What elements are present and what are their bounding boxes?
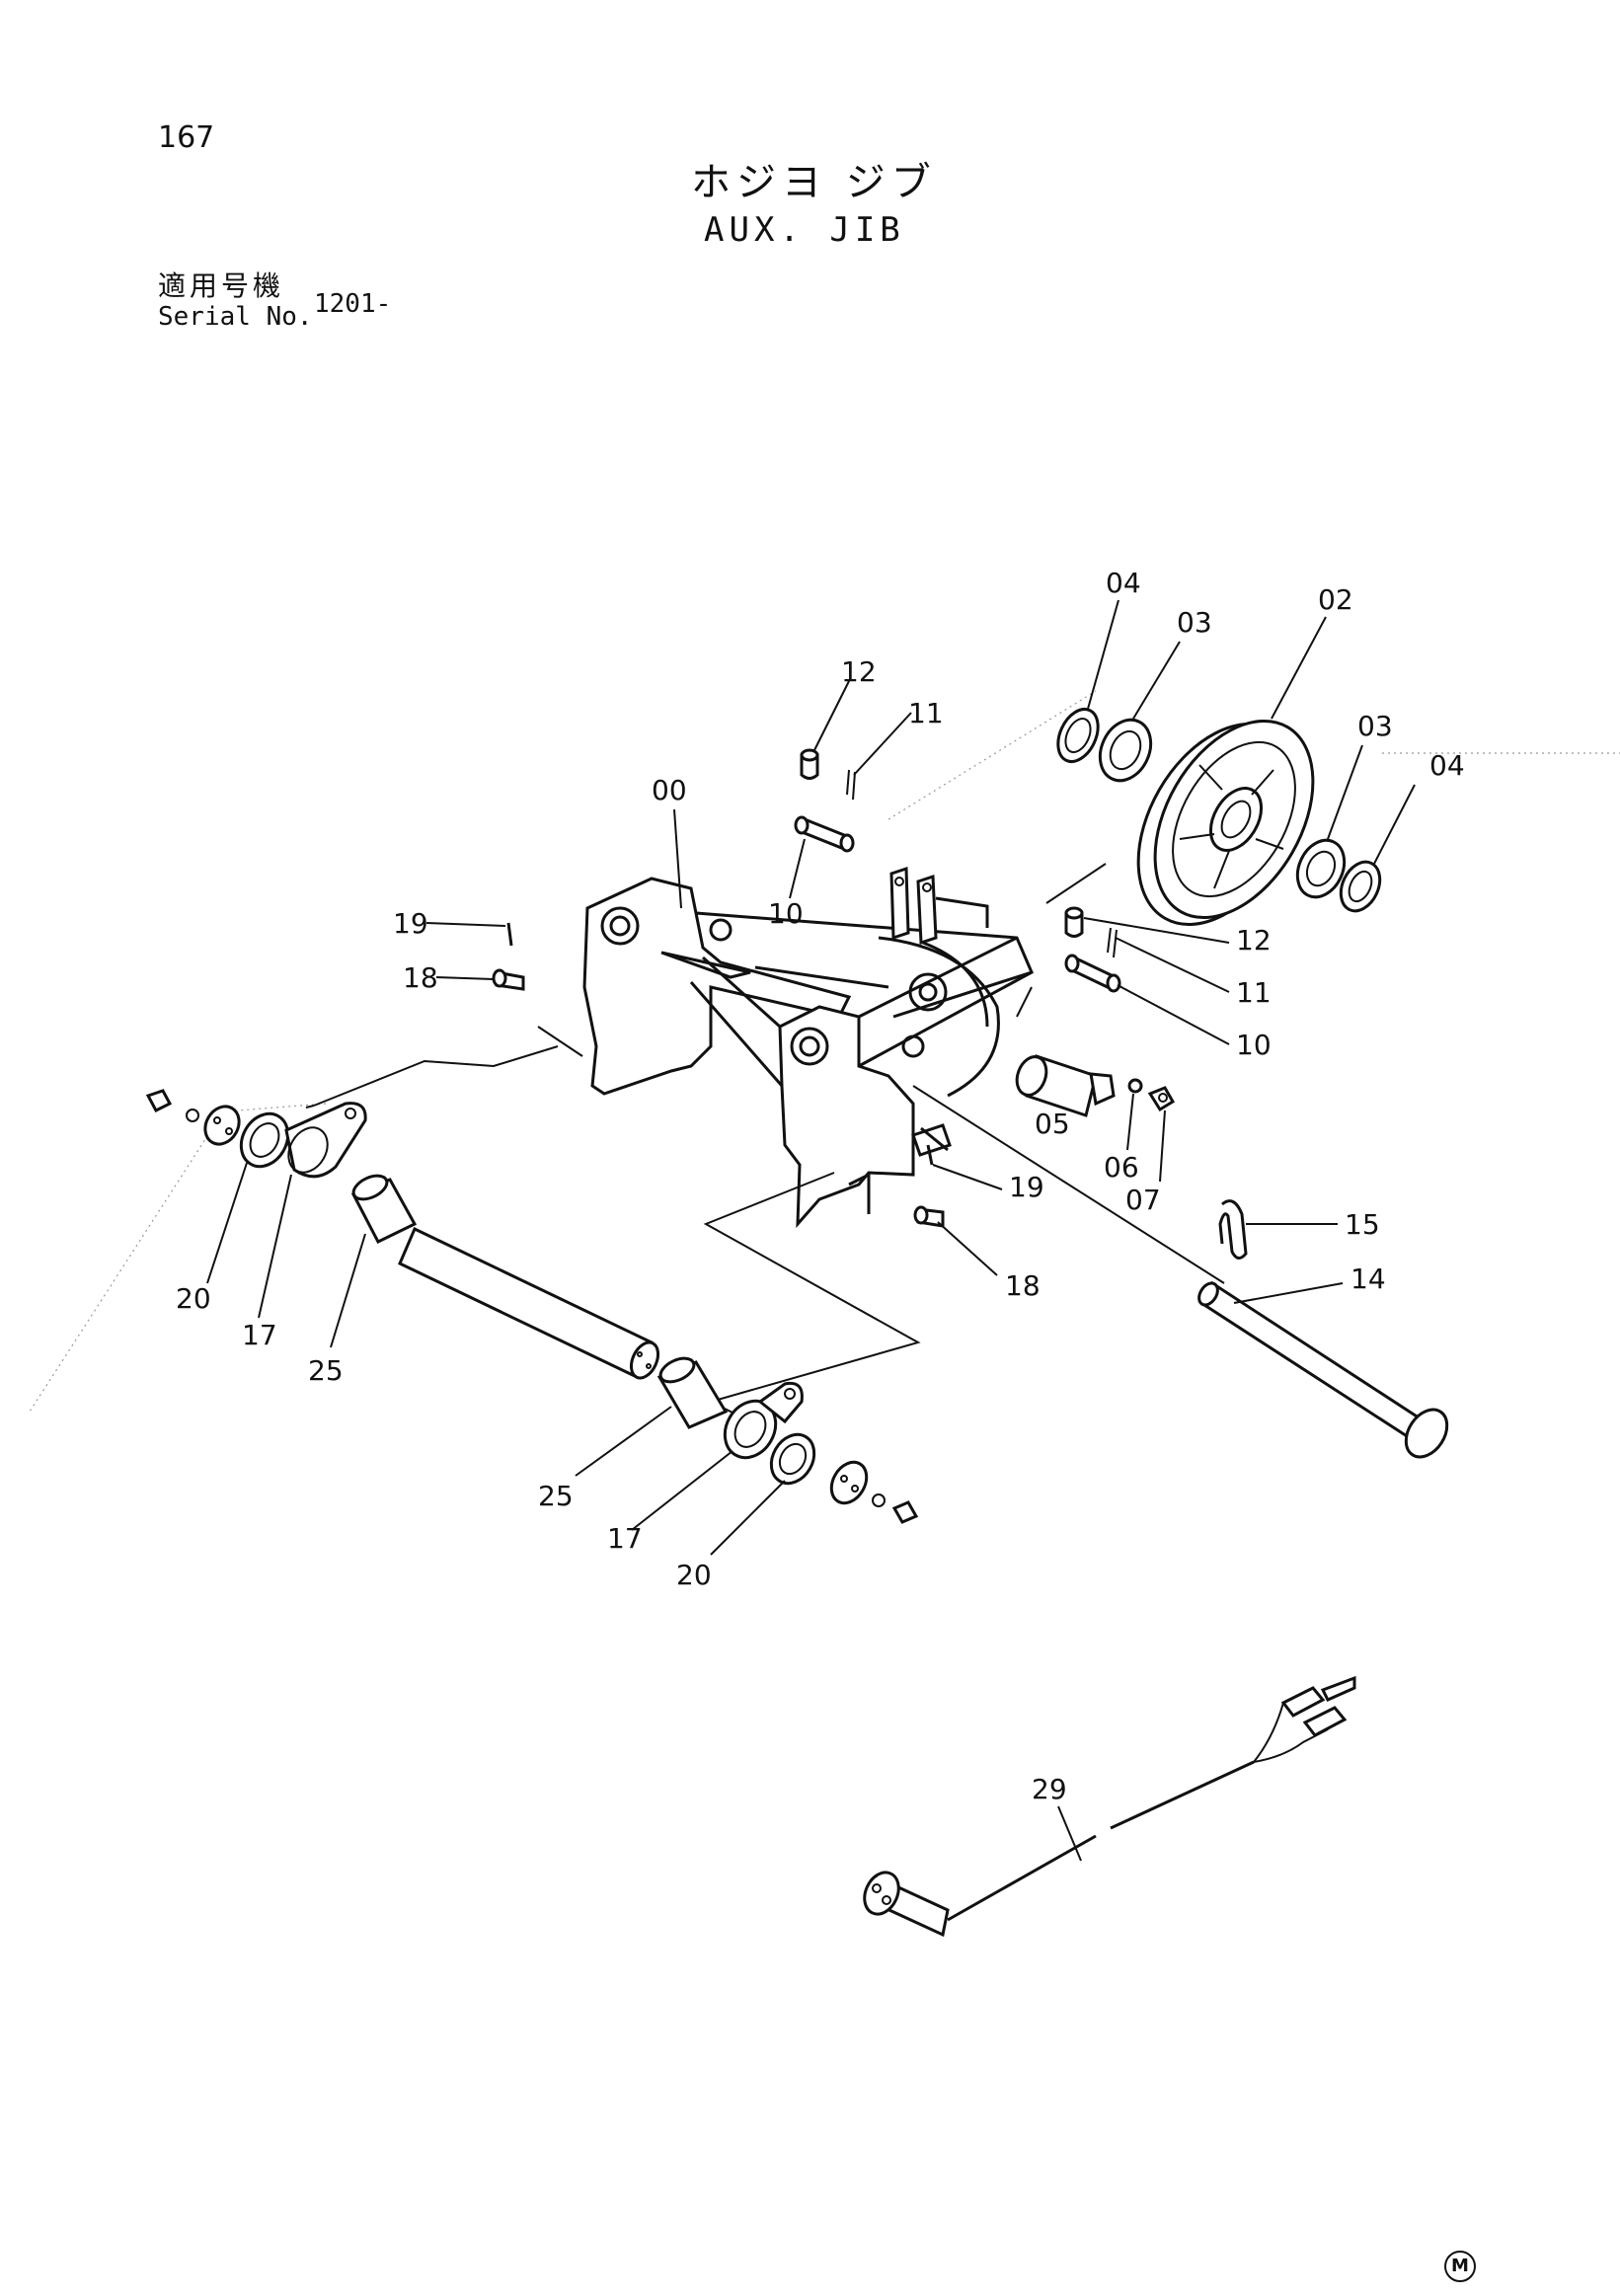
serial-range: 1201-	[314, 289, 392, 319]
page-number: 167	[158, 120, 215, 155]
callout-20-left: 20	[176, 1282, 211, 1315]
assembly-leader-lines	[305, 863, 1225, 1432]
callout-labels: 04 03 02 03 04 12 11 00 10 19 18 12 11 1…	[176, 567, 1465, 1805]
callout-15: 15	[1345, 1208, 1380, 1241]
sensor-assembly	[1015, 1054, 1176, 1117]
jib-frame	[582, 866, 1035, 1229]
serial-label-japanese: 適用号機	[158, 269, 285, 302]
callout-20-right: 20	[676, 1559, 712, 1591]
callout-03-upper: 03	[1177, 606, 1212, 639]
page-title-english: AUX. JIB	[704, 210, 905, 250]
small-pins	[492, 922, 945, 1228]
callout-06: 06	[1104, 1151, 1139, 1184]
callout-07: 07	[1125, 1184, 1161, 1216]
scan-artifact-lines	[29, 690, 1620, 1413]
callout-leaders	[206, 599, 1416, 1862]
callout-25-right: 25	[538, 1480, 574, 1512]
callout-12-upper: 12	[841, 655, 877, 688]
manufacturer-mark-icon: M	[1444, 2251, 1476, 2282]
pivot-assembly-right	[656, 1356, 919, 1524]
callout-14: 14	[1350, 1263, 1386, 1295]
callout-19-upper: 19	[393, 907, 428, 940]
sheave-assembly	[1056, 708, 1382, 926]
pivot-assembly-left	[145, 1089, 660, 1380]
main-pin	[1197, 1199, 1449, 1459]
callout-12-right: 12	[1236, 924, 1272, 957]
callout-11-right: 11	[1236, 976, 1272, 1009]
pin-assembly-upper	[794, 748, 856, 853]
callout-18-lower: 18	[1005, 1269, 1041, 1302]
pin-assembly-right	[1064, 906, 1121, 993]
callout-18-upper: 18	[403, 961, 438, 994]
page-title-japanese: ホジヨ ジブ	[691, 160, 937, 205]
callout-02: 02	[1318, 583, 1353, 616]
callout-29: 29	[1032, 1773, 1067, 1805]
callout-00: 00	[652, 774, 687, 806]
callout-25-left: 25	[308, 1354, 344, 1387]
callout-04-upper: 04	[1106, 567, 1141, 599]
callout-17-right: 17	[607, 1522, 643, 1555]
callout-10-upper: 10	[768, 897, 804, 930]
callout-03-lower: 03	[1357, 710, 1393, 742]
serial-label-english: Serial No.	[158, 302, 313, 332]
callout-10-right: 10	[1236, 1029, 1272, 1061]
callout-04-lower: 04	[1429, 749, 1465, 782]
callout-05: 05	[1035, 1108, 1070, 1140]
callout-19-lower: 19	[1009, 1171, 1044, 1203]
callout-11-upper: 11	[908, 697, 944, 729]
callout-17-left: 17	[242, 1319, 277, 1351]
wire-harness	[863, 1675, 1356, 1938]
